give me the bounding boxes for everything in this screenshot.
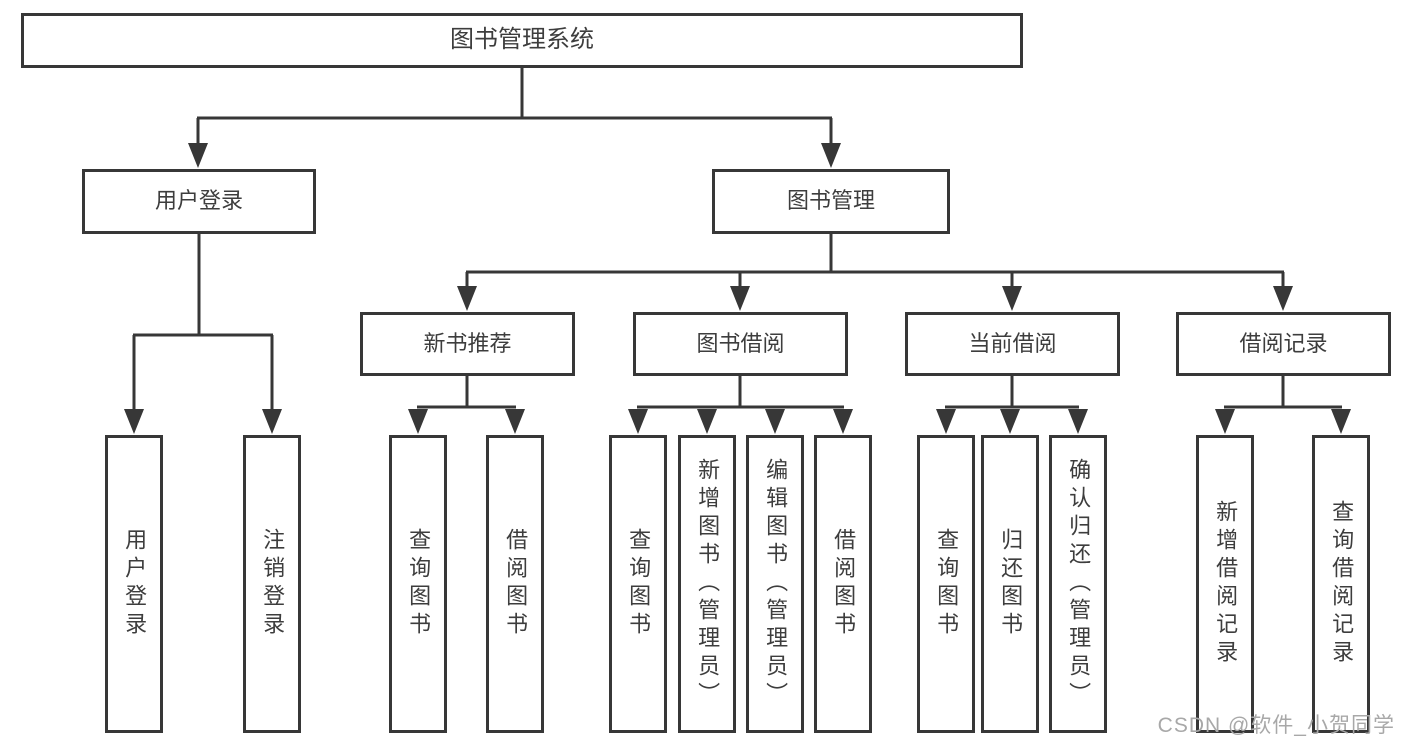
arrowhead-icon — [1068, 409, 1088, 434]
connector-paths — [132, 68, 1342, 411]
node-label: 查询图书 — [934, 528, 960, 640]
arrowhead-icon — [1000, 409, 1020, 434]
arrowheads — [124, 143, 1351, 434]
leaf-add-borrow-record: 新增借阅记录 — [1196, 435, 1254, 733]
node-label: 图书借阅 — [696, 330, 785, 356]
node-label: 新增借阅记录 — [1213, 500, 1239, 668]
arrowhead-icon — [505, 409, 525, 434]
arrowhead-icon — [1215, 409, 1235, 434]
node-book-borrowing: 图书借阅 — [633, 312, 848, 376]
node-label: 用户登录 — [154, 188, 243, 214]
node-label: 查询借阅记录 — [1329, 500, 1355, 668]
arrowhead-icon — [1002, 286, 1022, 311]
node-user-login: 用户登录 — [82, 169, 316, 234]
node-label: 注销登录 — [260, 528, 286, 640]
arrowhead-icon — [408, 409, 428, 434]
leaf-confirm-return-admin: 确认归还（管理员） — [1049, 435, 1107, 733]
arrowhead-icon — [262, 409, 282, 434]
node-system-root: 图书管理系统 — [21, 13, 1023, 68]
node-label: 当前借阅 — [968, 330, 1057, 356]
arrowhead-icon — [124, 409, 144, 434]
leaf-query-books-recommend: 查询图书 — [389, 435, 447, 733]
leaf-query-books-borrowing: 查询图书 — [609, 435, 667, 733]
leaf-add-book-admin: 新增图书（管理员） — [678, 435, 736, 733]
arrowhead-icon — [188, 143, 208, 168]
node-new-book-recommendation: 新书推荐 — [360, 312, 575, 376]
node-label: 新增图书（管理员） — [695, 458, 721, 710]
node-label: 编辑图书（管理员） — [763, 458, 789, 710]
arrowhead-icon — [457, 286, 477, 311]
leaf-query-borrow-record: 查询借阅记录 — [1312, 435, 1370, 733]
arrowhead-icon — [821, 143, 841, 168]
arrowhead-icon — [730, 286, 750, 311]
node-label: 借阅图书 — [503, 528, 529, 640]
node-label: 确认归还（管理员） — [1066, 458, 1092, 710]
arrowhead-icon — [1273, 286, 1293, 311]
node-label: 查询图书 — [626, 528, 652, 640]
leaf-user-login: 用户登录 — [105, 435, 163, 733]
node-label: 查询图书 — [406, 528, 432, 640]
node-label: 图书管理 — [786, 188, 875, 214]
leaf-logout: 注销登录 — [243, 435, 301, 733]
leaf-borrow-books-recommend: 借阅图书 — [486, 435, 544, 733]
arrowhead-icon — [936, 409, 956, 434]
leaf-query-books-current: 查询图书 — [917, 435, 975, 733]
node-label: 用户登录 — [122, 528, 148, 640]
node-label: 借阅记录 — [1239, 330, 1328, 356]
node-book-management: 图书管理 — [712, 169, 950, 234]
arrowhead-icon — [697, 409, 717, 434]
leaf-edit-book-admin: 编辑图书（管理员） — [746, 435, 804, 733]
arrowhead-icon — [765, 409, 785, 434]
node-label: 借阅图书 — [831, 528, 857, 640]
node-current-borrowing: 当前借阅 — [905, 312, 1120, 376]
node-label: 归还图书 — [998, 528, 1024, 640]
node-label: 图书管理系统 — [450, 26, 594, 54]
node-borrow-records: 借阅记录 — [1176, 312, 1391, 376]
arrowhead-icon — [833, 409, 853, 434]
arrowhead-icon — [628, 409, 648, 434]
leaf-return-books: 归还图书 — [981, 435, 1039, 733]
csdn-watermark: CSDN @软件_小贺同学 — [1157, 714, 1395, 737]
node-label: 新书推荐 — [423, 330, 512, 356]
leaf-borrow-books-borrowing: 借阅图书 — [814, 435, 872, 733]
arrowhead-icon — [1331, 409, 1351, 434]
